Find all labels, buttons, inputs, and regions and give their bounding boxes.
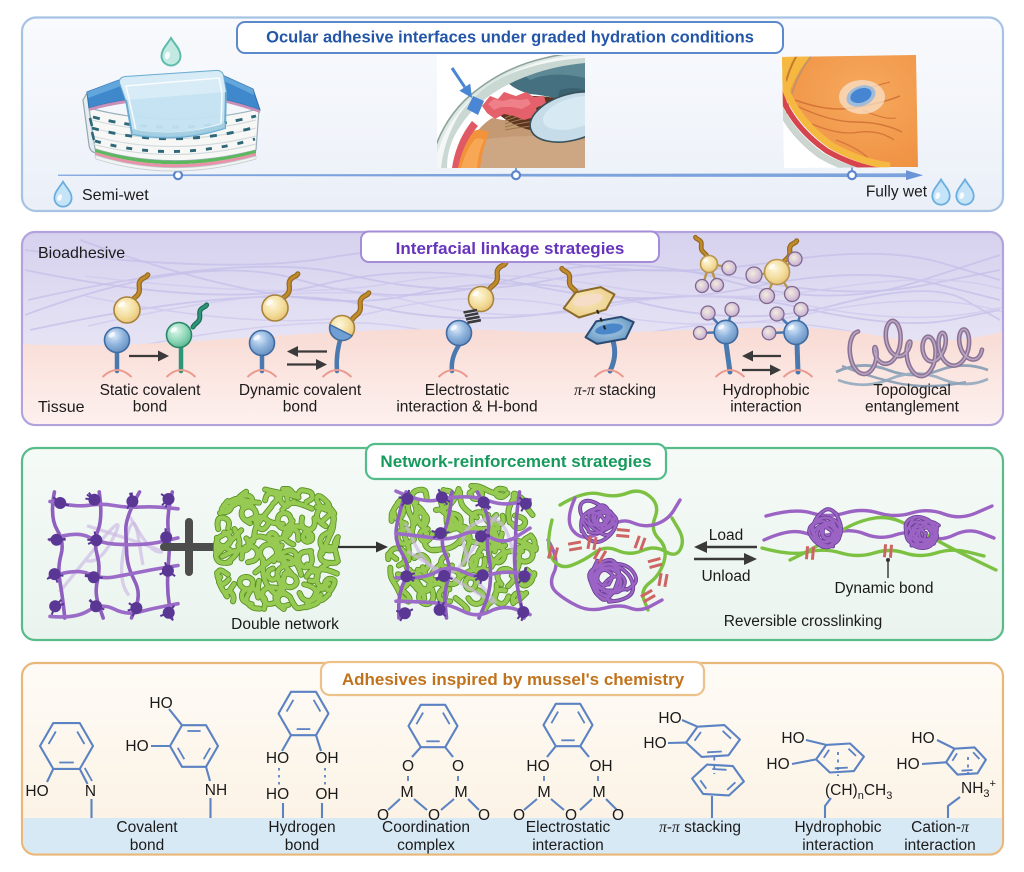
svg-text:bond: bond <box>130 837 164 854</box>
svg-text:Topological: Topological <box>873 382 951 399</box>
svg-text:O: O <box>377 807 389 824</box>
svg-text:Fully wet: Fully wet <box>866 184 928 201</box>
svg-text:HO: HO <box>643 735 666 752</box>
svg-text:N: N <box>85 783 96 800</box>
svg-text:HO: HO <box>149 695 172 712</box>
svg-text:(CH)nCH3: (CH)nCH3 <box>825 782 892 802</box>
svg-text:interaction: interaction <box>532 837 604 854</box>
svg-text:M: M <box>400 784 413 801</box>
svg-text:Hydrophobic: Hydrophobic <box>722 382 809 399</box>
svg-text:Tissue: Tissue <box>38 399 85 416</box>
svg-text:HO: HO <box>125 738 148 755</box>
svg-text:O: O <box>452 758 464 775</box>
svg-text:HO: HO <box>766 756 789 773</box>
svg-text:O: O <box>513 807 525 824</box>
svg-text:OH: OH <box>589 758 612 775</box>
svg-text:π-π stacking: π-π stacking <box>574 382 656 399</box>
svg-text:Cation-π: Cation-π <box>911 819 970 836</box>
svg-text:entanglement: entanglement <box>865 399 960 416</box>
svg-text:interaction & H-bond: interaction & H-bond <box>396 399 537 416</box>
svg-text:bond: bond <box>283 399 317 416</box>
svg-text:Reversible crosslinking: Reversible crosslinking <box>724 613 883 630</box>
svg-text:M: M <box>592 784 605 801</box>
svg-text:Unload: Unload <box>701 568 750 585</box>
svg-text:O: O <box>478 807 490 824</box>
svg-text:Ocular adhesive interfaces und: Ocular adhesive interfaces under graded … <box>266 29 754 47</box>
svg-text:Static covalent: Static covalent <box>100 382 201 399</box>
svg-text:Network-reinforcement strategi: Network-reinforcement strategies <box>380 452 651 471</box>
svg-text:OH: OH <box>315 750 338 767</box>
svg-text:Dynamic covalent: Dynamic covalent <box>239 382 362 399</box>
svg-text:Coordination: Coordination <box>382 819 470 836</box>
svg-text:interaction: interaction <box>904 837 976 854</box>
svg-text:interaction: interaction <box>802 837 874 854</box>
svg-text:complex: complex <box>397 837 455 854</box>
svg-text:HO: HO <box>25 783 48 800</box>
svg-text:Hydrogen: Hydrogen <box>268 819 335 836</box>
svg-text:Electrostatic: Electrostatic <box>425 382 510 399</box>
svg-text:NH: NH <box>205 782 227 799</box>
svg-text:HO: HO <box>658 710 681 727</box>
svg-text:interaction: interaction <box>730 399 802 416</box>
svg-text:Electrostatic: Electrostatic <box>526 819 611 836</box>
svg-text:O: O <box>565 807 577 824</box>
svg-text:HO: HO <box>896 756 919 773</box>
svg-text:O: O <box>428 807 440 824</box>
svg-text:bond: bond <box>133 399 167 416</box>
svg-text:Double network: Double network <box>231 616 339 633</box>
svg-text:bond: bond <box>285 837 319 854</box>
svg-text:Hydrophobic: Hydrophobic <box>794 819 881 836</box>
svg-text:O: O <box>402 758 414 775</box>
svg-text:Load: Load <box>709 527 743 544</box>
svg-text:Semi-wet: Semi-wet <box>82 187 149 204</box>
svg-text:M: M <box>537 784 550 801</box>
svg-text:OH: OH <box>315 786 338 803</box>
svg-text:M: M <box>454 784 467 801</box>
svg-text:Bioadhesive: Bioadhesive <box>38 245 125 262</box>
svg-text:Covalent: Covalent <box>116 819 178 836</box>
svg-text:π-π stacking: π-π stacking <box>659 819 741 836</box>
svg-text:HO: HO <box>266 750 289 767</box>
svg-text:Dynamic bond: Dynamic bond <box>834 580 933 597</box>
svg-text:Interfacial linkage strategies: Interfacial linkage strategies <box>396 239 625 258</box>
svg-text:Adhesives inspired by mussel's: Adhesives inspired by mussel's chemistry <box>342 670 685 689</box>
svg-text:HO: HO <box>526 758 549 775</box>
svg-text:HO: HO <box>911 730 934 747</box>
svg-text:O: O <box>612 807 624 824</box>
svg-text:HO: HO <box>781 730 804 747</box>
svg-text:HO: HO <box>266 786 289 803</box>
